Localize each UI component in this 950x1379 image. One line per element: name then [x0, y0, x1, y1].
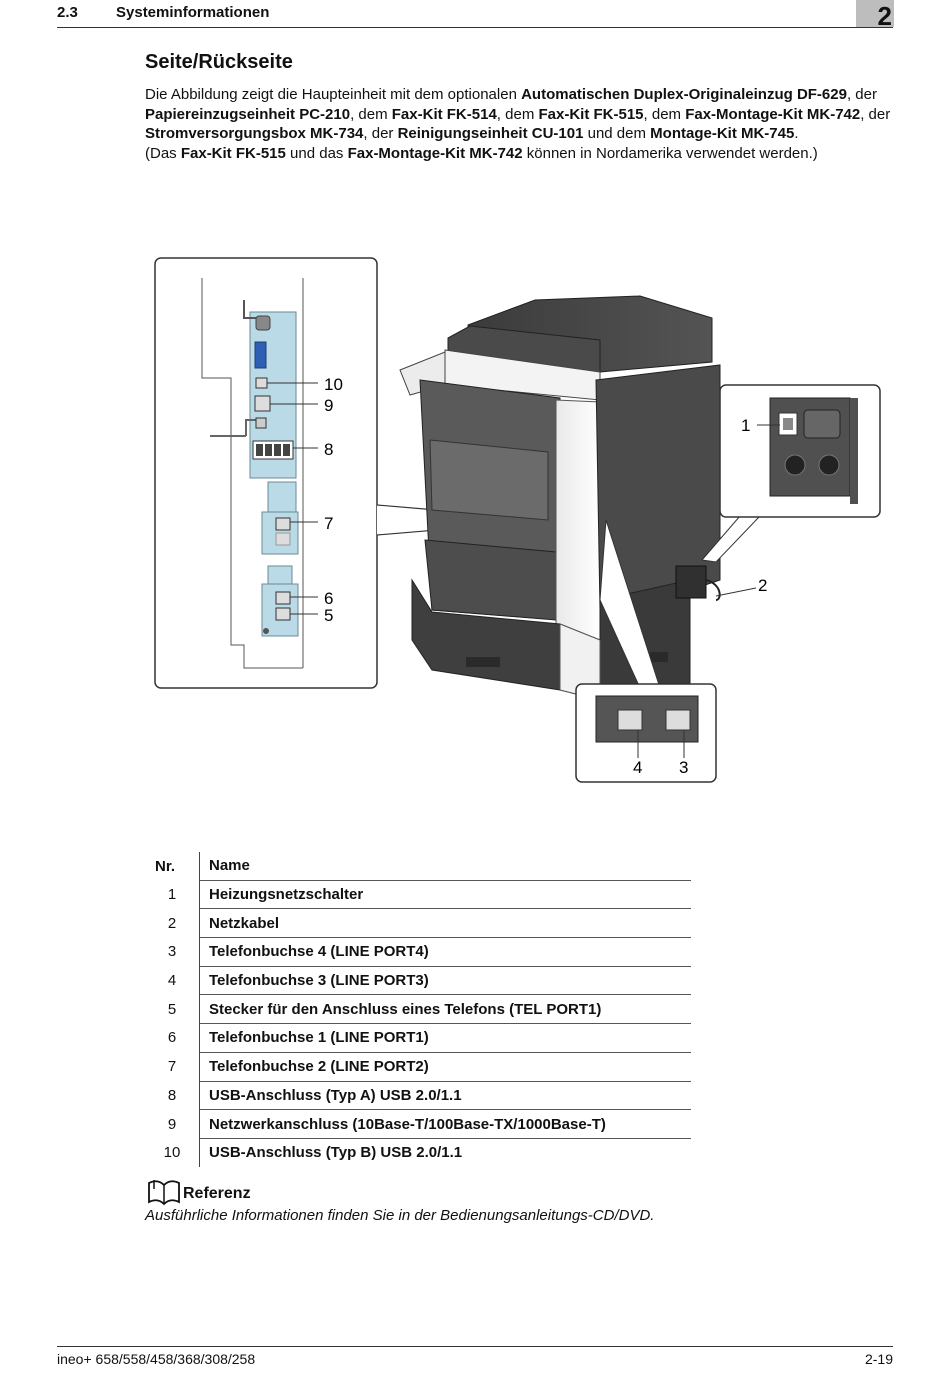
row-name: Netzkabel	[199, 908, 691, 939]
row-name: Telefonbuchse 4 (LINE PORT4)	[199, 937, 691, 967]
callout-4: 4	[633, 758, 642, 777]
section-title: Systeminformationen	[116, 4, 270, 21]
intro-text: , der	[363, 125, 398, 142]
callout-9: 9	[324, 396, 333, 415]
tel-port-icon	[275, 607, 291, 621]
interface-panel-detail	[154, 257, 378, 689]
line-ports-detail	[575, 683, 717, 783]
intro-text: , dem	[496, 105, 539, 123]
intro-text: , der	[860, 105, 891, 123]
table-row: 10 USB-Anschluss (Typ B) USB 2.0/1.1	[145, 1138, 691, 1167]
row-nr: 9	[145, 1109, 200, 1139]
intro-text: , der	[846, 86, 877, 103]
power-panel-detail	[719, 384, 881, 518]
row-nr: 8	[145, 1081, 200, 1110]
section-number: 2.3	[57, 4, 78, 21]
row-name: Stecker für den Anschluss eines Telefons…	[199, 994, 691, 1025]
col-header-name: Name	[199, 852, 691, 881]
row-nr: 4	[145, 966, 200, 995]
intro-bold: Papiereinzugseinheit PC-210	[145, 105, 351, 123]
row-nr: 6	[145, 1023, 200, 1053]
line-port2-icon	[275, 517, 291, 531]
row-name: Telefonbuchse 2 (LINE PORT2)	[199, 1052, 691, 1082]
intro-bold: Fax-Kit FK-514	[391, 105, 497, 123]
callout-1: 1	[741, 416, 750, 435]
line-port4-icon	[665, 709, 691, 731]
intro-bold: Fax-Kit FK-515	[538, 105, 644, 123]
row-nr: 2	[145, 908, 200, 938]
book-icon	[148, 1180, 180, 1206]
row-nr: 7	[145, 1052, 200, 1081]
callout-3: 3	[679, 758, 688, 777]
intro-note: und das	[285, 144, 348, 162]
callout-2: 2	[758, 576, 767, 595]
callout-6: 6	[324, 589, 333, 608]
reference-text: Ausführliche Informationen finden Sie in…	[145, 1207, 655, 1224]
reference-title: Referenz	[183, 1185, 251, 1202]
interface-board	[249, 311, 297, 479]
row-name: USB-Anschluss (Typ A) USB 2.0/1.1	[199, 1081, 691, 1111]
line-port1-icon	[275, 591, 291, 605]
col-header-nr: Nr.	[145, 852, 200, 881]
power-inlet-icon	[803, 409, 841, 439]
intro-paragraph: Die Abbildung zeigt die Haupteinheit mit…	[145, 85, 895, 163]
intro-bold: Fax-Montage-Kit MK-742	[685, 105, 861, 123]
line-port3-icon	[617, 709, 643, 731]
intro-bold: Automatischen Duplex-Originaleinzug DF-6…	[521, 86, 847, 103]
intro-text: Die Abbildung zeigt die Haupteinheit mit…	[145, 86, 522, 103]
row-name: Telefonbuchse 1 (LINE PORT1)	[199, 1023, 691, 1053]
table-header-row: Nr. Name	[145, 852, 691, 881]
intro-text: und dem	[583, 125, 651, 142]
intro-note-bold: Fax-Montage-Kit MK-742	[347, 144, 523, 162]
network-port-icon	[254, 395, 271, 412]
row-name: Netzwerkanschluss (10Base-T/100Base-TX/1…	[199, 1109, 691, 1139]
row-nr: 3	[145, 937, 200, 967]
usb-b-port-icon	[255, 377, 268, 389]
intro-text: , dem	[350, 105, 392, 123]
callout-5: 5	[324, 606, 333, 625]
callout-7: 7	[324, 514, 333, 533]
footer-rule	[57, 1346, 893, 1347]
intro-text: .	[794, 125, 799, 142]
usb-a-ports-icon	[252, 440, 294, 460]
page-number: 2-19	[864, 1351, 893, 1367]
intro-note: (Das	[145, 144, 181, 162]
callout-8: 8	[324, 440, 333, 459]
intro-note: können in Nordamerika verwendet werden.)	[522, 144, 818, 162]
intro-bold: Montage-Kit MK-745	[650, 125, 795, 142]
chapter-tab: 2	[856, 0, 894, 31]
power-cable	[705, 579, 721, 601]
row-nr: 10	[145, 1138, 200, 1167]
intro-bold: Stromversorgungsbox MK-734	[145, 125, 364, 142]
serial-port-icon	[254, 341, 267, 369]
row-name: Heizungsnetzschalter	[199, 880, 691, 910]
footer-model: ineo+ 658/558/458/368/308/258	[57, 1351, 256, 1367]
row-nr: 1	[145, 880, 200, 909]
row-name: Telefonbuchse 3 (LINE PORT3)	[199, 966, 691, 996]
callout-10: 10	[324, 375, 343, 394]
row-nr: 5	[145, 994, 200, 1024]
intro-text: , dem	[643, 105, 686, 123]
heater-switch-icon	[778, 412, 798, 436]
page-heading: Seite/Rückseite	[145, 51, 293, 73]
row-name: USB-Anschluss (Typ B) USB 2.0/1.1	[209, 1144, 463, 1162]
intro-bold: Reinigungseinheit CU-101	[397, 125, 584, 142]
intro-note-bold: Fax-Kit FK-515	[180, 144, 286, 162]
printer-main-unit	[399, 295, 721, 701]
header-rule	[57, 27, 893, 28]
